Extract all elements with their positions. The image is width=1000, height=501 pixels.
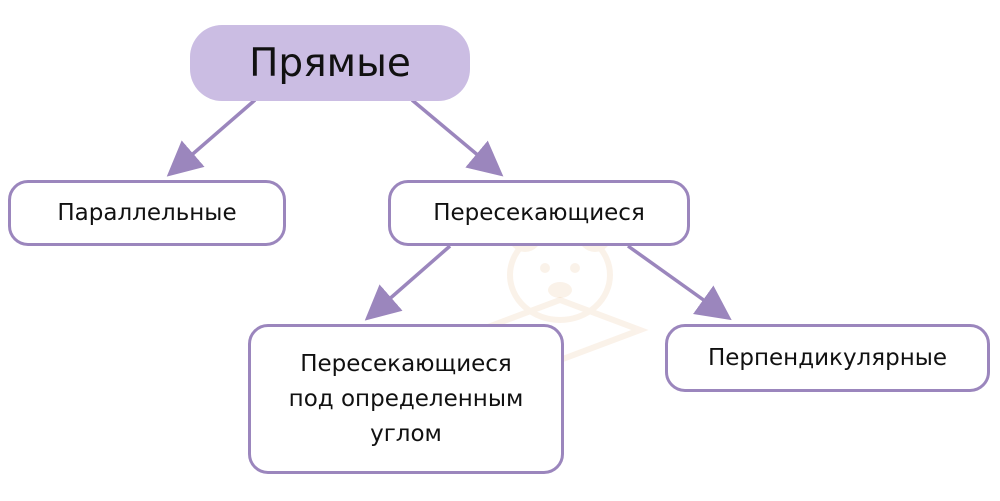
perpendicular-label: Перпендикулярные xyxy=(707,345,948,371)
arrow-root-to-parallel xyxy=(166,98,257,177)
angle-label-line-1: Пересекающиеся xyxy=(300,350,512,377)
root-node: Прямые xyxy=(190,25,470,101)
root-label: Прямые xyxy=(249,40,411,86)
intersecting-label: Пересекающиеся xyxy=(433,200,645,226)
parallel-label: Параллельные xyxy=(57,200,237,226)
intersecting-node: Пересекающиеся xyxy=(388,180,690,246)
perpendicular-node: Перпендикулярные xyxy=(665,324,990,392)
angle-node: Пересекающиеся под определенным углом xyxy=(248,324,564,474)
arrow-intersecting-to-angle xyxy=(364,244,452,321)
arrow-root-to-intersecting xyxy=(410,98,504,177)
angle-label-line-3: углом xyxy=(370,420,442,447)
arrow-intersecting-to-perpendicular xyxy=(626,244,732,321)
angle-label-line-2: под определенным xyxy=(288,385,524,412)
parallel-node: Параллельные xyxy=(8,180,286,246)
